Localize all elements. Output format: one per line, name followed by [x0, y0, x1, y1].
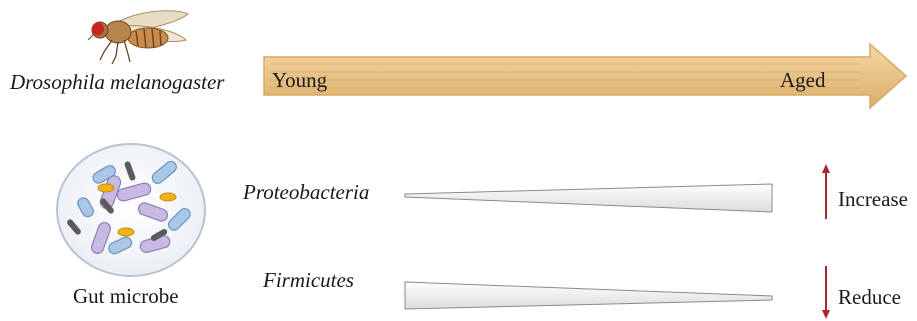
gut-microbe-label: Gut microbe [73, 284, 179, 309]
reduce-label: Reduce [838, 285, 901, 310]
fruit-fly-icon [88, 11, 188, 64]
young-label: Young [272, 68, 327, 93]
organism-label: Drosophila melanogaster [10, 70, 224, 95]
increase-arrow-icon [822, 164, 830, 219]
increase-label: Increase [838, 187, 908, 212]
aged-label: Aged [780, 68, 826, 93]
firmicutes-wedge [405, 282, 772, 309]
reduce-arrow-icon [822, 266, 830, 319]
firmicutes-label: Firmicutes [263, 268, 354, 293]
proteobacteria-label: Proteobacteria [243, 180, 369, 205]
proteobacteria-wedge [405, 184, 772, 212]
gut-microbe-icon [57, 144, 205, 276]
